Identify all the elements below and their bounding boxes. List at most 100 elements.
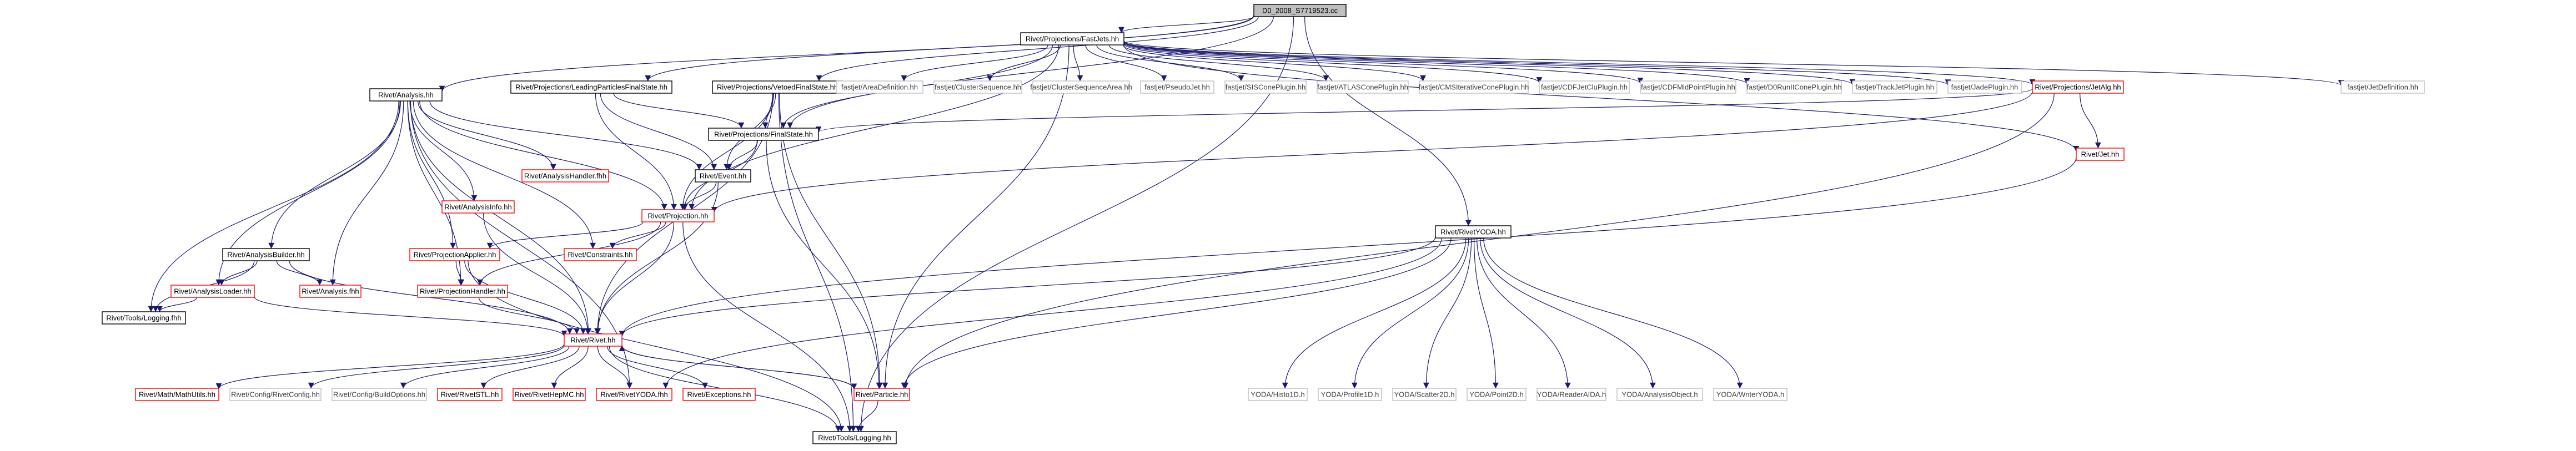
node-label: Rivet/ProjectionHandler.hh xyxy=(420,287,505,296)
edge-phandler-to-rivet xyxy=(478,297,580,335)
node-root: D0_2008_S7719523.cc xyxy=(1253,4,1347,17)
node-label: Rivet/AnalysisLoader.hh xyxy=(174,287,251,296)
node-label: fastjet/CMSIterativeConePlugin.hh xyxy=(1419,83,1529,92)
node-rivethepmc[interactable]: Rivet/RivetHepMC.hh xyxy=(513,388,586,401)
node-rivet[interactable]: Rivet/Rivet.hh xyxy=(564,333,622,347)
node-label: Rivet/Exceptions.hh xyxy=(687,391,751,399)
node-box xyxy=(564,248,637,261)
node-box xyxy=(521,169,609,183)
node-vfs[interactable]: Rivet/Projections/VetoedFinalState.hh xyxy=(712,80,843,94)
edge-rivetyoda-to-writeryoda xyxy=(1483,237,1743,389)
node-label: fastjet/ClusterSequenceArea.hh xyxy=(1030,83,1132,92)
node-ahandler[interactable]: Rivet/AnalysisHandler.fhh xyxy=(521,169,609,183)
node-label: YODA/Profile1D.h xyxy=(1321,391,1379,399)
edge-rivetyoda-to-rivet xyxy=(619,236,1436,337)
edge-rivetyoda-to-scatter2d xyxy=(1423,237,1472,389)
node-box xyxy=(695,169,751,183)
edge-root-to-rivetyoda xyxy=(1304,16,1472,226)
node-label: Rivet/RivetSTL.hh xyxy=(441,391,499,399)
node-box xyxy=(1253,4,1347,17)
edge-fastjets-to-ad xyxy=(901,44,1048,82)
edge-vfs-to-fs xyxy=(762,93,776,129)
node-abuilder[interactable]: Rivet/AnalysisBuilder.hh xyxy=(222,248,310,261)
node-fs[interactable]: Rivet/Projections/FinalState.hh xyxy=(708,128,819,141)
edge-fastjets-to-cmsit xyxy=(1122,44,1426,82)
node-histo1d: YODA/Histo1D.h xyxy=(1248,388,1308,401)
edge-aloader-to-toolslogging_fhh xyxy=(157,297,198,312)
node-papplier[interactable]: Rivet/ProjectionApplier.hh xyxy=(409,248,500,261)
edge-rivet-to-mathutils xyxy=(215,343,565,389)
node-ad: fastjet/AreaDefinition.hh xyxy=(836,80,923,94)
node-box xyxy=(1248,388,1308,401)
node-rivetstl[interactable]: Rivet/RivetSTL.hh xyxy=(437,388,503,401)
edge-fastjets-to-particle xyxy=(882,44,1069,389)
edge-analysis-to-projection xyxy=(419,100,667,210)
node-label: Rivet/Tools/Logging.fhh xyxy=(106,314,181,322)
edge-jetalg-to-jet xyxy=(2080,93,2101,149)
node-toolslogging[interactable]: Rivet/Tools/Logging.hh xyxy=(812,431,897,444)
edge-fastjets-to-cs xyxy=(987,44,1061,82)
node-rivetyoda_fhh[interactable]: Rivet/RivetYODA.fhh xyxy=(596,388,672,401)
node-label: Rivet/Projections/JetAlg.hh xyxy=(2035,83,2121,92)
node-label: YODA/ReaderAIDA.h xyxy=(1537,391,1606,399)
node-label: Rivet/Config/RivetConfig.hh xyxy=(231,391,320,399)
node-fastjets[interactable]: Rivet/Projections/FastJets.hh xyxy=(1020,32,1124,45)
node-profile1d: YODA/Profile1D.h xyxy=(1318,388,1382,401)
node-label: Rivet/RivetYODA.fhh xyxy=(600,391,667,399)
node-label: Rivet/Projections/LeadingParticlesFinalS… xyxy=(515,83,667,92)
node-exceptions[interactable]: Rivet/Exceptions.hh xyxy=(682,388,756,401)
node-pj: fastjet/PseudoJet.hh xyxy=(1140,80,1214,94)
node-label: YODA/Scatter2D.h xyxy=(1394,391,1454,399)
node-label: Rivet/AnalysisHandler.fhh xyxy=(524,172,606,180)
node-box xyxy=(1536,388,1606,401)
node-scatter2d: YODA/Scatter2D.h xyxy=(1392,388,1457,401)
node-jet[interactable]: Rivet/Jet.hh xyxy=(2076,148,2125,161)
node-lpfs[interactable]: Rivet/Projections/LeadingParticlesFinalS… xyxy=(510,80,672,94)
node-event[interactable]: Rivet/Event.hh xyxy=(695,169,751,183)
node-phandler[interactable]: Rivet/ProjectionHandler.hh xyxy=(417,285,508,298)
node-label: Rivet/Projection.hh xyxy=(647,212,708,220)
edge-fastjets-to-cdfjetclu xyxy=(1123,43,1543,83)
node-box xyxy=(2341,80,2425,94)
node-label: fastjet/JadePlugin.hh xyxy=(1951,83,2018,92)
node-aloader[interactable]: Rivet/AnalysisLoader.hh xyxy=(170,285,255,298)
edge-rivet-to-buildoptions xyxy=(400,346,570,389)
edge-rivetyoda-to-histo1d xyxy=(1282,237,1467,389)
edge-rivetyoda-to-point2d xyxy=(1473,237,1499,389)
node-toolslogging_fhh[interactable]: Rivet/Tools/Logging.fhh xyxy=(102,311,186,325)
node-analysis[interactable]: Rivet/Analysis.hh xyxy=(369,88,443,102)
node-readeraida: YODA/ReaderAIDA.h xyxy=(1536,388,1606,401)
node-siscone: fastjet/SISConePlugin.hh xyxy=(1224,80,1307,94)
edge-fs-to-particle xyxy=(766,140,882,389)
edge-rivet-to-exceptions xyxy=(606,346,708,389)
node-box xyxy=(853,388,910,401)
edge-lpfs-to-event xyxy=(600,93,717,170)
node-projection[interactable]: Rivet/Projection.hh xyxy=(641,209,715,222)
edge-lpfs-to-fs xyxy=(613,93,745,129)
node-ainfo[interactable]: Rivet/AnalysisInfo.hh xyxy=(441,200,515,214)
node-box xyxy=(836,80,923,94)
edge-rivet-to-rivethepmc xyxy=(551,346,589,389)
edge-analysis-to-event xyxy=(429,100,702,170)
node-label: fastjet/CDFJetCluPlugin.hh xyxy=(1541,83,1628,92)
node-box xyxy=(299,285,361,298)
node-mathutils[interactable]: Rivet/Math/MathUtils.hh xyxy=(135,388,219,401)
node-afhh[interactable]: Rivet/Analysis.fhh xyxy=(299,285,361,298)
node-label: Rivet/Projections/FinalState.hh xyxy=(714,130,813,139)
node-box xyxy=(1419,80,1529,94)
node-label: Rivet/Analysis.fhh xyxy=(302,287,359,296)
node-rivetyoda[interactable]: Rivet/RivetYODA.hh xyxy=(1435,225,1512,239)
node-jetalg[interactable]: Rivet/Projections/JetAlg.hh xyxy=(2032,80,2124,94)
edge-lpfs-to-projection xyxy=(595,93,677,210)
edge-particle-to-rivet xyxy=(619,345,855,389)
node-constraints[interactable]: Rivet/Constraints.hh xyxy=(564,248,637,261)
edge-rivet-to-rivetstl xyxy=(480,346,580,389)
edge-fastjets-to-jet xyxy=(1123,44,2080,152)
node-label: YODA/Histo1D.h xyxy=(1251,391,1305,399)
edge-rivet-to-rivetconfig xyxy=(308,344,565,389)
node-label: YODA/WriterYODA.h xyxy=(1716,391,1785,399)
node-particle[interactable]: Rivet/Particle.hh xyxy=(853,388,910,401)
node-box xyxy=(1539,80,1630,94)
node-box xyxy=(1467,388,1526,401)
